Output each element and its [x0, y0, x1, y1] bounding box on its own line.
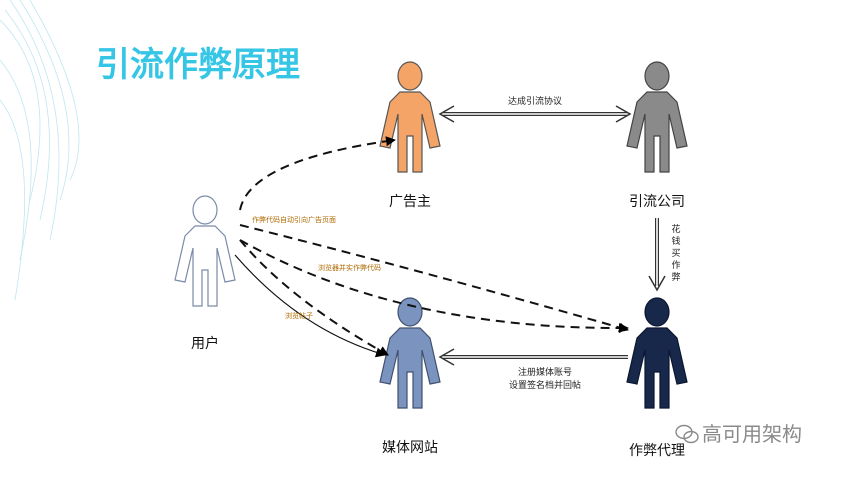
user-label: 用户 — [191, 335, 219, 352]
edge-pay-cheat: 花 钱 买 作 弊 — [648, 218, 681, 292]
traffic-company-label: 引流公司 — [629, 194, 685, 210]
traffic-company-figure — [626, 61, 688, 173]
cheater-figure — [626, 297, 688, 409]
edge-user-to-media-site — [234, 254, 386, 358]
register-label-2: 设置签名档并回帖 — [509, 379, 581, 391]
pay-cheat-char-4: 作 — [671, 259, 680, 271]
advertiser-figure — [379, 61, 441, 173]
register-label-1: 注册媒体账号 — [518, 366, 572, 378]
actor-user: 用户 — [174, 195, 236, 352]
edge-to-cheater-upper — [239, 224, 629, 333]
edge-agreement: 达成引流协议 — [438, 95, 632, 123]
cheat-redirect-label: 作弊代码自动引向广告页面 — [252, 215, 336, 224]
browse-cheat-label: 浏览器并实作弊代码 — [318, 263, 381, 272]
browse-normal-label: 浏览帖子 — [285, 311, 313, 320]
media-site-figure — [379, 297, 441, 409]
watermark: 高可用架构 — [675, 422, 802, 446]
dashed-edges — [239, 136, 629, 356]
actor-cheater: 作弊代理 — [626, 297, 688, 459]
diagram-title: 引流作弊原理 — [96, 45, 300, 85]
user-figure — [174, 195, 236, 307]
edge-to-cheater-lower — [239, 239, 629, 334]
agreement-label: 达成引流协议 — [508, 95, 562, 107]
edge-register: 注册媒体账号 设置签名档并回帖 — [438, 348, 628, 391]
cheater-label: 作弊代理 — [629, 443, 685, 459]
watermark-text: 高可用架构 — [702, 422, 802, 446]
edge-to-media-site-dashed — [239, 239, 389, 356]
media-site-label: 媒体网站 — [382, 440, 438, 456]
decorative-lines — [0, 0, 80, 301]
pay-cheat-char-2: 钱 — [671, 235, 680, 247]
edge-to-advertiser — [239, 136, 396, 211]
pay-cheat-char-1: 花 — [671, 223, 680, 235]
pay-cheat-char-3: 买 — [671, 248, 680, 259]
actor-media-site: 媒体网站 — [379, 297, 441, 456]
wechat-icon — [675, 424, 699, 444]
pay-cheat-char-5: 弊 — [671, 271, 680, 283]
actor-advertiser: 广告主 — [379, 61, 441, 210]
advertiser-label: 广告主 — [389, 194, 431, 210]
actor-traffic-company: 引流公司 — [626, 61, 688, 210]
